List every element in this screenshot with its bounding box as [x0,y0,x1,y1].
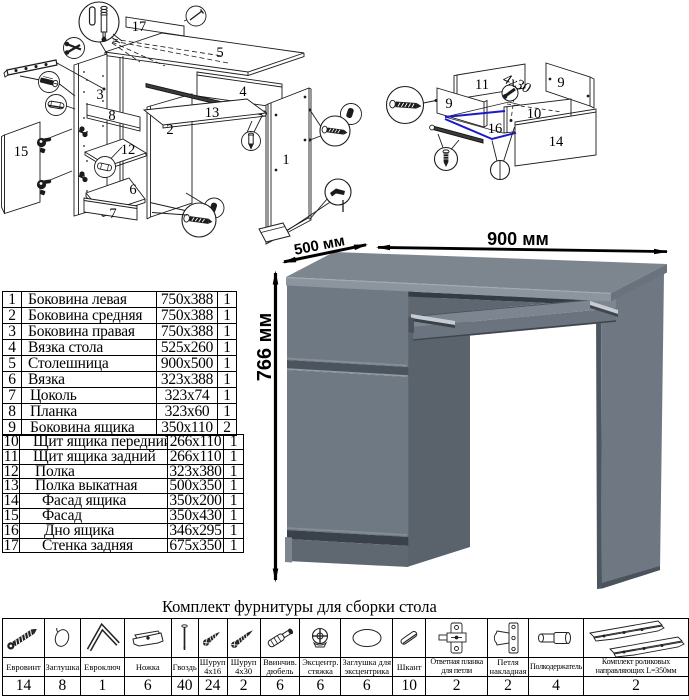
svg-text:900 мм: 900 мм [487,229,549,249]
svg-text:16: 16 [488,121,503,137]
svg-text:11: 11 [475,77,489,93]
svg-text:9: 9 [445,96,452,112]
svg-text:9: 9 [557,75,564,91]
svg-text:6: 6 [129,182,136,198]
svg-text:2: 2 [166,122,173,138]
svg-text:5: 5 [216,45,223,61]
svg-text:1: 1 [282,152,289,168]
svg-text:3: 3 [96,87,103,103]
svg-text:12: 12 [121,142,136,158]
svg-text:10: 10 [527,106,542,122]
svg-text:8: 8 [108,108,115,124]
svg-text:15: 15 [14,144,29,160]
svg-text:4: 4 [239,84,247,100]
svg-text:766 мм: 766 мм [254,313,276,382]
svg-text:7: 7 [109,206,116,222]
svg-text:13: 13 [205,105,220,121]
svg-text:14: 14 [549,134,564,150]
svg-text:17: 17 [132,19,147,35]
